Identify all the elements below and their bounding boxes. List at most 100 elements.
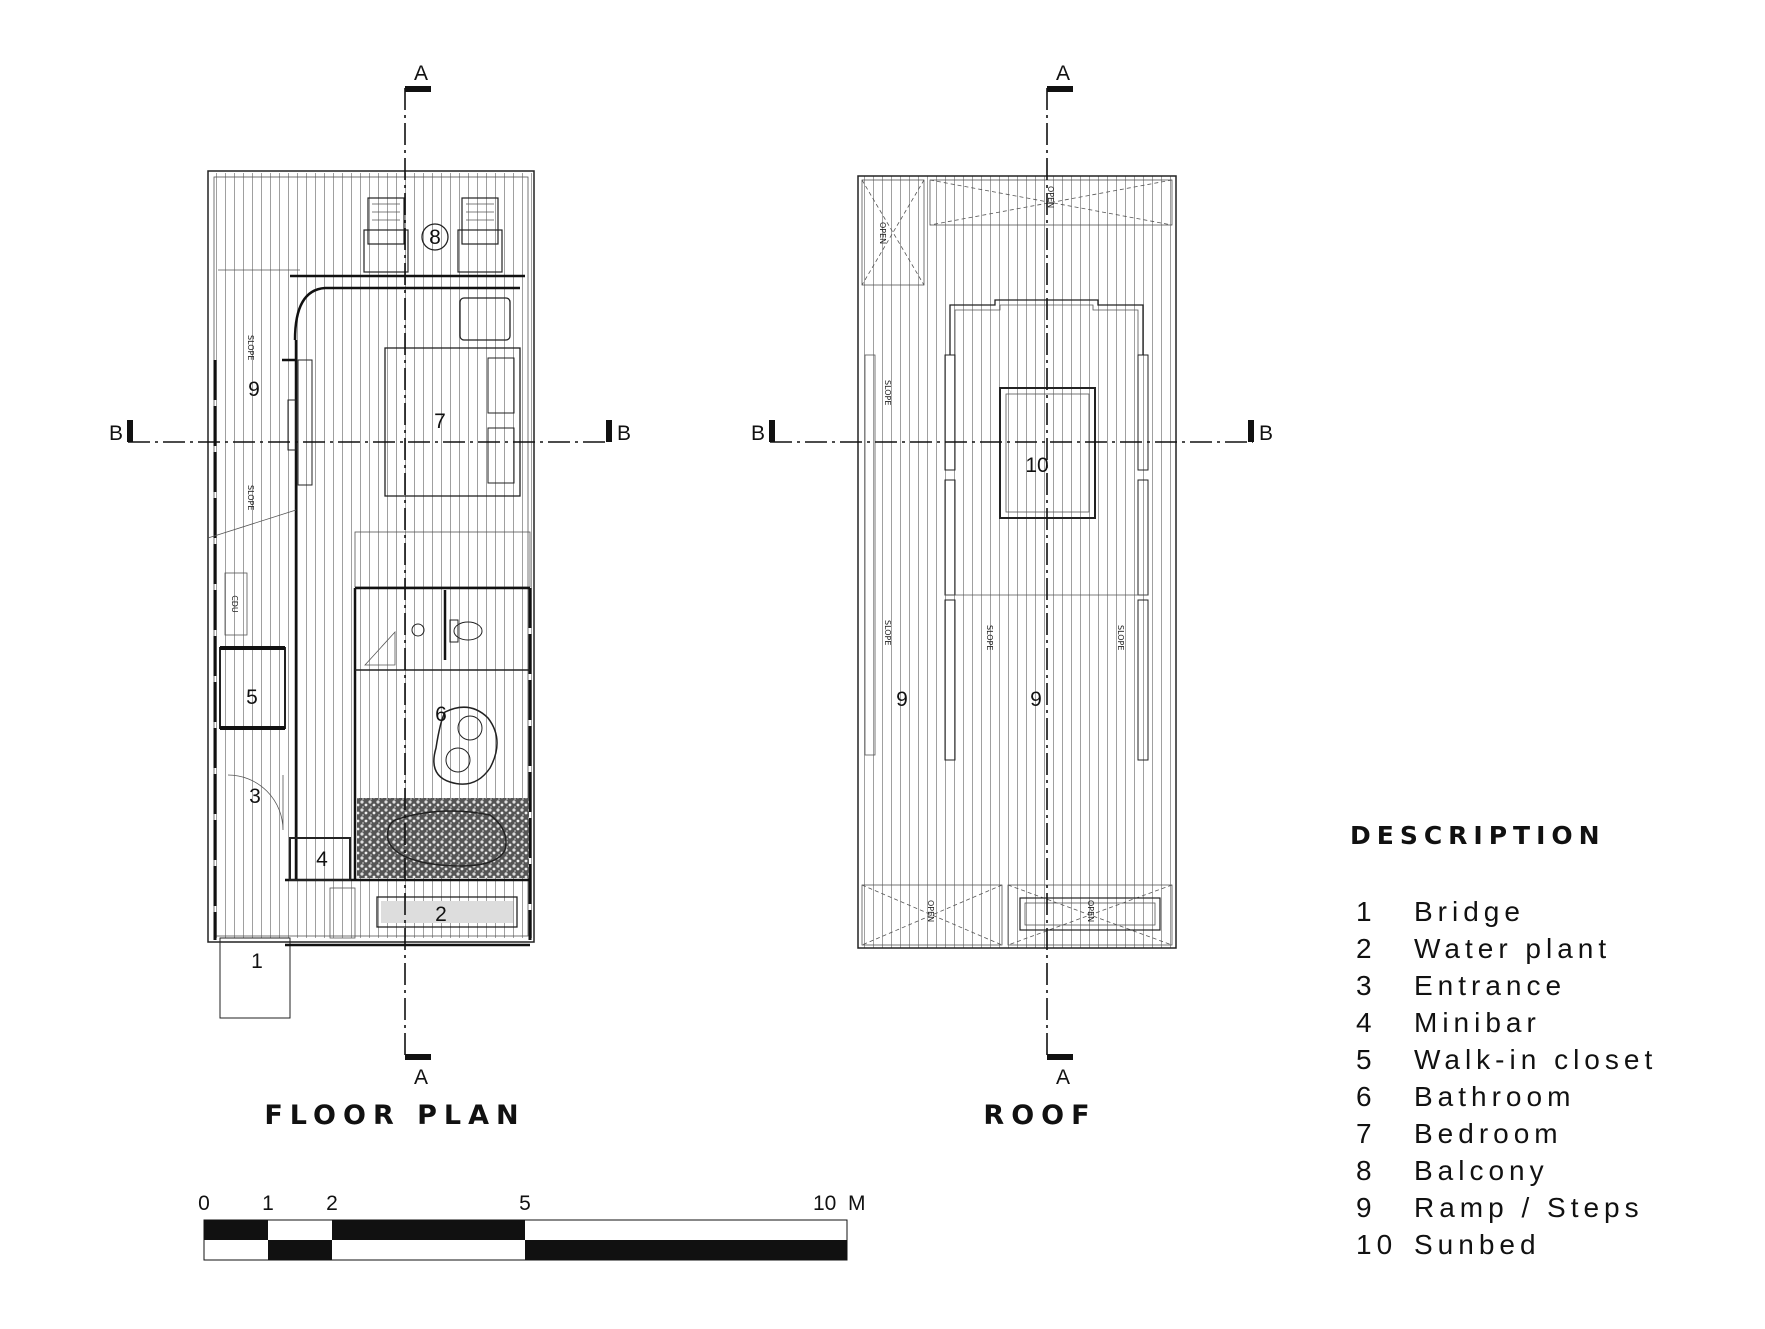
door-swing [364, 630, 396, 666]
room-number-4: 4 [316, 848, 328, 871]
legend-label-8: Balcony [1414, 1155, 1549, 1186]
open-area [1007, 884, 1173, 946]
roof-decking [858, 176, 1176, 948]
toilet-tank [449, 619, 459, 643]
section-marker-b-right [606, 420, 612, 442]
roof-section-label-b-left: B [751, 422, 765, 445]
roof-section-label-a-top: A [1056, 62, 1070, 85]
pillow-icon [487, 357, 515, 414]
vanity-counter [433, 706, 498, 785]
open-area [929, 179, 1173, 226]
room-number-8: 8 [429, 226, 441, 249]
scale-segment [268, 1240, 332, 1260]
water-plant-fill [381, 901, 513, 923]
scale-label-10m: 10 M [813, 1192, 866, 1215]
open-label: OPEN [878, 222, 887, 244]
roof-section-marker-b-right [1248, 420, 1254, 442]
balcony-chairs [363, 197, 503, 273]
scale-segment [332, 1220, 525, 1240]
room-number-2: 2 [435, 903, 447, 926]
water-plant-box [376, 896, 518, 928]
slope-label: SLOPE [883, 620, 892, 645]
roof-section-label-b-right: B [1259, 422, 1273, 445]
roof-room-number-9-center: 9 [1030, 688, 1042, 711]
floor-plan: CDU SLOPE SLOPE 1 2 3 4 5 6 7 8 9 A A B … [109, 62, 631, 1131]
scale-bar: 0 1 2 5 10 M [198, 1192, 866, 1261]
floor-outline [207, 170, 535, 943]
room-number-5: 5 [246, 686, 258, 709]
open-area [861, 884, 1003, 946]
legend-label-4: Minibar [1414, 1007, 1541, 1038]
legend-label-7: Bedroom [1414, 1118, 1563, 1149]
wc-sink-icon [411, 623, 425, 637]
section-label-b-left: B [109, 422, 123, 445]
legend-number-5: 5 [1356, 1044, 1377, 1075]
legend-label-9: Ramp / Steps [1414, 1192, 1644, 1223]
legend-number-2: 2 [1356, 933, 1377, 964]
sink-icon [457, 715, 483, 741]
floor-plan-title: FLOOR PLAN [264, 1100, 525, 1131]
legend-number-4: 4 [1356, 1007, 1377, 1038]
section-marker-a-bottom [405, 1054, 431, 1060]
section-marker-a-top [405, 86, 431, 92]
cdu-box [224, 572, 248, 636]
open-label: OPEN [926, 900, 935, 922]
minibar-counter [289, 837, 351, 881]
roof-title: ROOF [983, 1100, 1096, 1131]
bridge-deck [219, 937, 291, 1019]
scale-label-0: 0 [198, 1192, 210, 1215]
slope-label: SLOPE [883, 380, 892, 405]
legend-label-6: Bathroom [1414, 1081, 1575, 1112]
legend-label-1: Bridge [1414, 896, 1525, 927]
roof-section-marker-a-top [1047, 86, 1073, 92]
roof-room-number-9-left: 9 [896, 688, 908, 711]
room-number-6: 6 [435, 703, 447, 726]
bedroom-curved-wall [293, 286, 520, 341]
open-area [861, 179, 925, 286]
legend-number-3: 3 [1356, 970, 1377, 1001]
legend-number-9: 9 [1356, 1192, 1377, 1223]
slope-label: SLOPE [985, 625, 994, 650]
section-marker-b-left [127, 420, 133, 442]
roof-outline [857, 175, 1177, 949]
room-number-1: 1 [251, 950, 263, 973]
slope-label: SLOPE [246, 335, 255, 360]
legend-label-2: Water plant [1414, 933, 1611, 964]
legend-label-5: Walk-in closet [1414, 1044, 1657, 1075]
bed [384, 347, 521, 497]
section-label-b-right: B [617, 422, 631, 445]
utility-door [329, 887, 356, 939]
toilet-icon [453, 621, 483, 641]
legend-number-10: 10 [1356, 1229, 1397, 1260]
bathtub [386, 810, 507, 867]
legend-number-1: 1 [1356, 896, 1377, 927]
cdu-label: CDU [230, 595, 239, 613]
scale-label-5: 5 [519, 1192, 531, 1215]
scale-segment [204, 1220, 268, 1240]
scale-label-1: 1 [262, 1192, 274, 1215]
water-plant-opening [1019, 897, 1161, 931]
balcony-number-circle [421, 223, 449, 251]
pillow-icon [487, 427, 515, 484]
roof-left-rail [864, 354, 876, 756]
roof-section-marker-b-left [769, 420, 775, 442]
scale-label-2: 2 [326, 1192, 338, 1215]
room-number-10: 10 [1025, 454, 1048, 477]
section-label-a-bottom: A [414, 1066, 428, 1089]
open-label: OPEN [1046, 186, 1055, 208]
roof-section-label-a-bottom: A [1056, 1066, 1070, 1089]
room-number-3: 3 [249, 785, 261, 808]
entrance-door-swing [227, 774, 284, 831]
legend-number-8: 8 [1356, 1155, 1377, 1186]
section-label-a-top: A [414, 62, 428, 85]
description-heading: DESCRIPTION [1350, 821, 1606, 850]
legend-number-6: 6 [1356, 1081, 1377, 1112]
scale-segment [525, 1240, 847, 1260]
slope-label: SLOPE [246, 485, 255, 510]
legend-label-10: Sunbed [1414, 1229, 1541, 1260]
legend-number-7: 7 [1356, 1118, 1377, 1149]
armchair [459, 297, 511, 341]
sink-icon [445, 747, 471, 773]
